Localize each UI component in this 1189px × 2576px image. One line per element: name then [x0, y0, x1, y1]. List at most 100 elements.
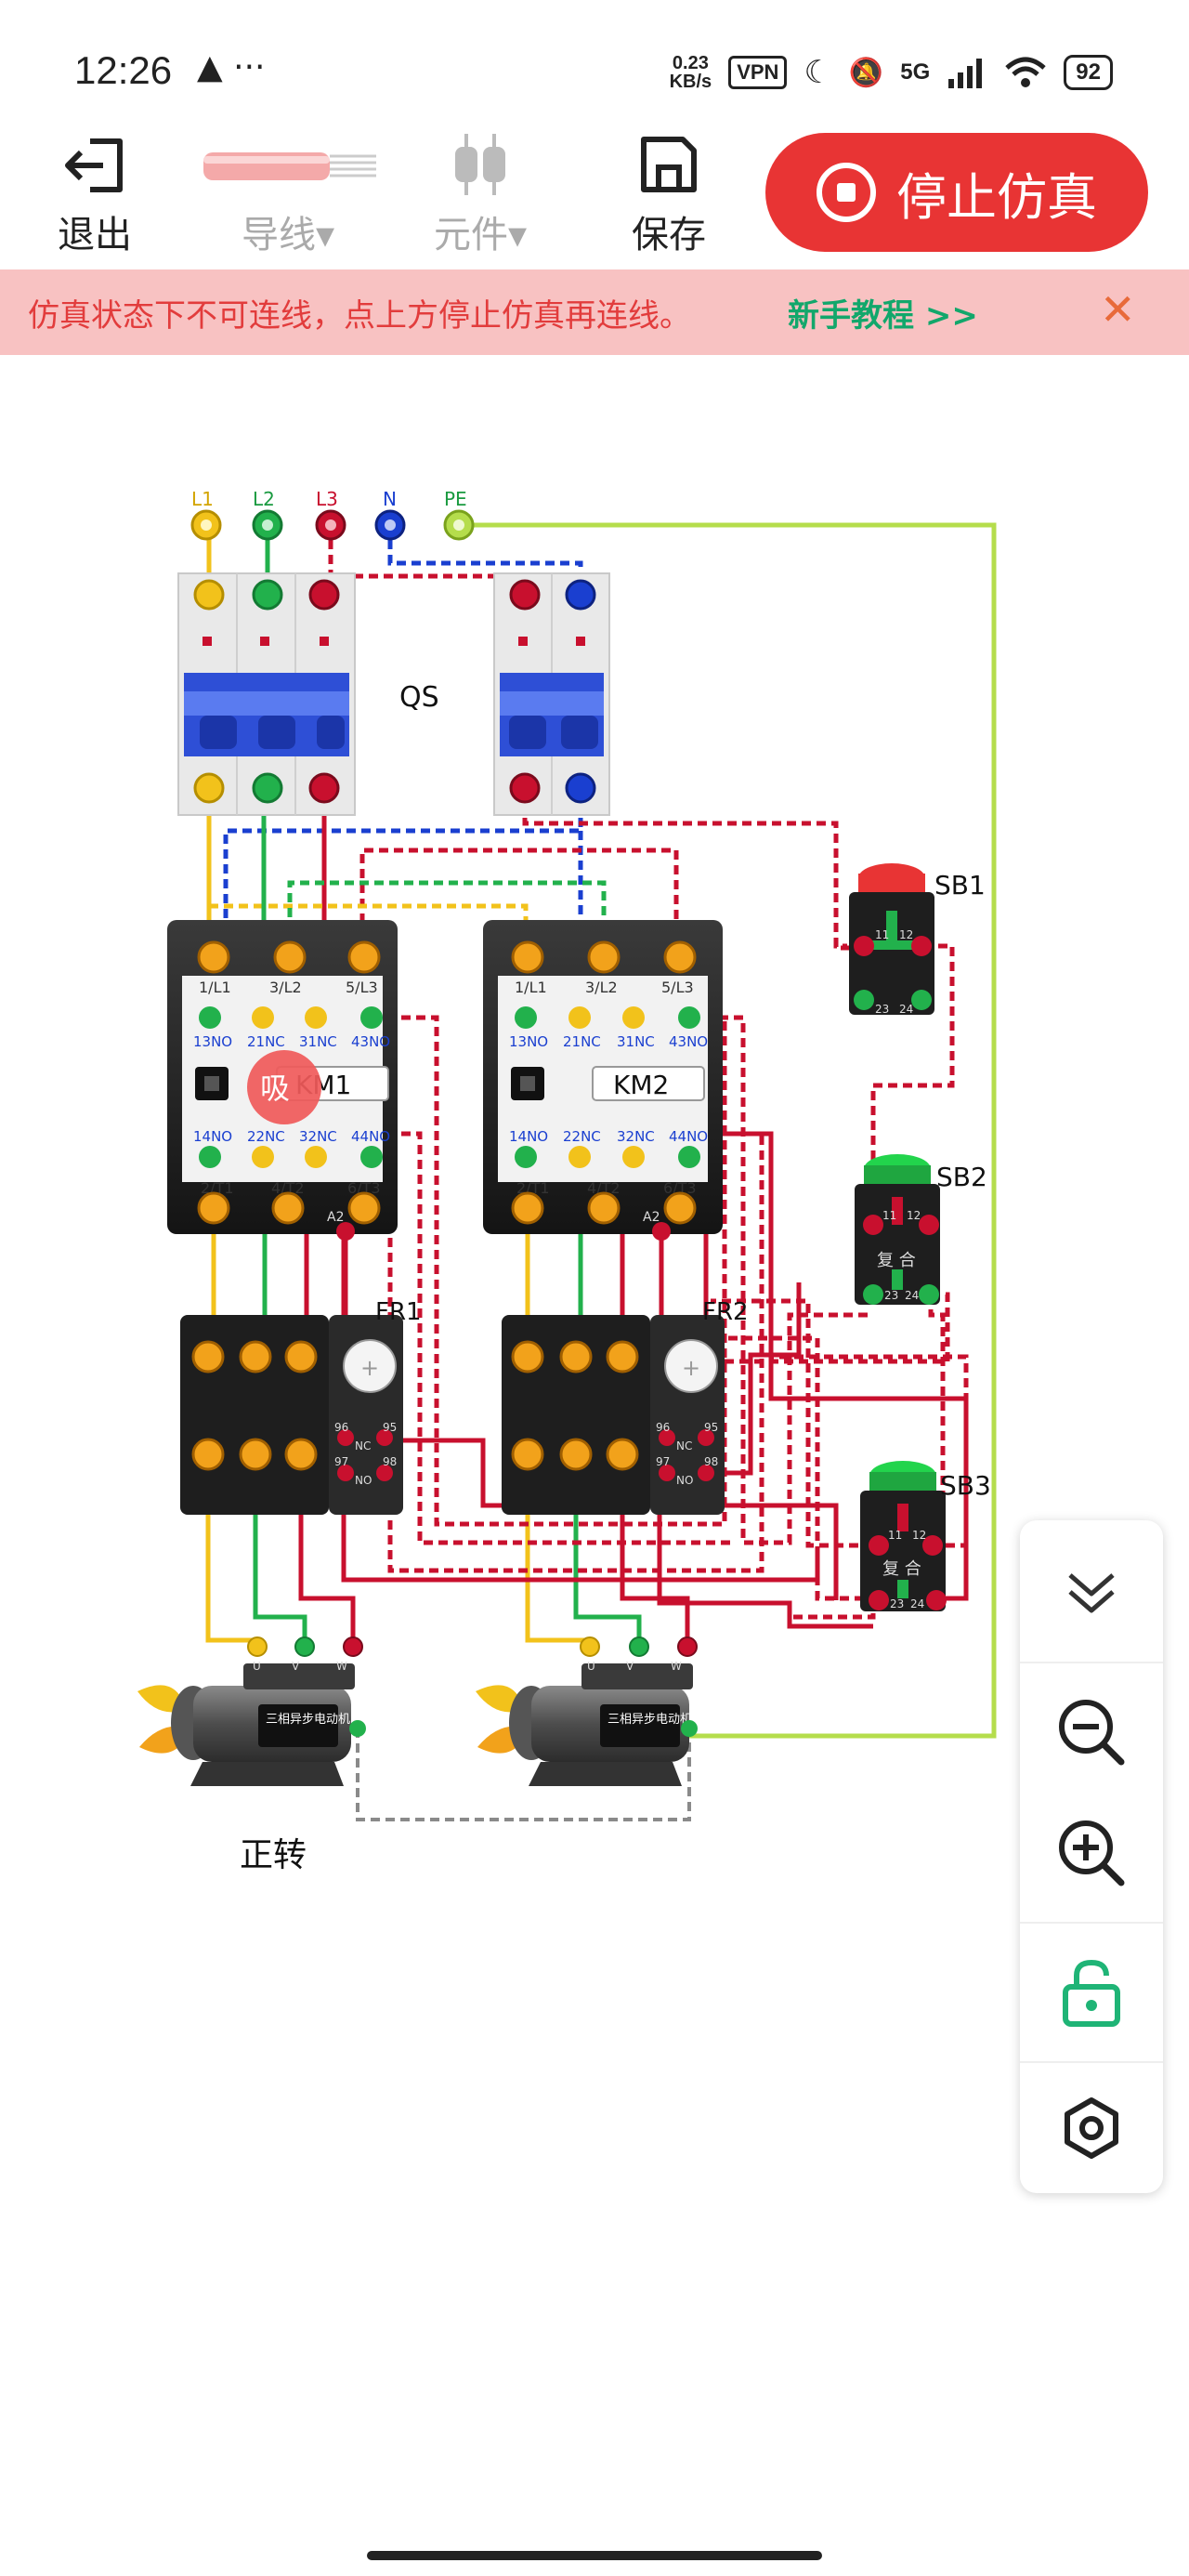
- km1-aux-22nc: 22NC: [247, 1128, 285, 1145]
- motor1-plate: 三相异步电动机: [266, 1713, 350, 1727]
- home-indicator[interactable]: [367, 2551, 822, 2560]
- exit-button[interactable]: 退出: [39, 130, 150, 269]
- km2-term-top-2: 3/L2: [585, 979, 618, 996]
- settings-button[interactable]: [1020, 2063, 1163, 2193]
- km1-term-top-2: 3/L2: [269, 979, 302, 996]
- hexagon-settings-icon: [1065, 2097, 1118, 2159]
- fr2-nc: NC: [676, 1439, 692, 1452]
- km2-aux-44no: 44NO: [669, 1128, 708, 1145]
- push-button-sb2[interactable]: 11 12 复 合 23 24: [855, 1154, 940, 1305]
- supply-terminals: L1 L2 L3 N PE: [190, 488, 475, 541]
- km2-term-top-1: 1/L1: [515, 979, 547, 996]
- sb2-t24: 24: [905, 1289, 919, 1302]
- component-icon: [455, 134, 505, 195]
- sb1-t23: 23: [875, 1003, 889, 1016]
- km2-aux-22nc: 22NC: [563, 1128, 601, 1145]
- sb1-name: SB1: [934, 870, 986, 900]
- motor-2[interactable]: 三相异步电动机 U V W: [476, 1636, 698, 1786]
- status-bar: 12:26 ▲ ··· 0.23 KB/s VPN ☾ 🔕 5G 92: [0, 0, 1189, 130]
- pe-label: PE: [444, 488, 467, 510]
- net-speed-value: 0.23: [672, 53, 709, 73]
- sb3-t23: 23: [890, 1597, 904, 1610]
- exit-icon: [65, 138, 123, 192]
- status-extra-icons: ▲ ···: [197, 48, 266, 86]
- sb2-t11: 11: [882, 1209, 896, 1222]
- km1-aux-21nc: 21NC: [247, 1033, 285, 1050]
- collapse-button[interactable]: [1020, 1528, 1163, 1658]
- zoom-tool-panel: [1020, 1520, 1163, 2193]
- zoom-out-button[interactable]: [1020, 1667, 1163, 1797]
- sb1-t11: 11: [875, 928, 889, 941]
- km1-aux-13no: 13NO: [193, 1033, 232, 1050]
- banner-message: 仿真状态下不可连线，点上方停止仿真再连线。: [28, 297, 691, 335]
- push-button-sb1[interactable]: 11 12 23 24: [849, 863, 934, 1016]
- fr1-t96: 96: [334, 1421, 348, 1434]
- fr2-t98: 98: [704, 1455, 718, 1468]
- stop-simulation-label: 停止仿真: [896, 167, 1097, 227]
- l3-label: L3: [316, 488, 338, 510]
- fr1-name: FR1: [375, 1298, 422, 1326]
- net-speed-unit: KB/s: [669, 72, 712, 92]
- contactor-km1[interactable]: 1/L1 3/L2 5/L3 13NO 21NC 31NC 43NO KM1 吸…: [167, 920, 398, 1241]
- km1-term-bottom-1: 2/T1: [201, 1179, 234, 1197]
- save-icon: [641, 137, 697, 192]
- fr1-t98: 98: [383, 1455, 397, 1468]
- thermal-relay-fr1[interactable]: + 96 95 NC 97 98 NO: [180, 1315, 403, 1515]
- motor1-w: W: [336, 1660, 347, 1673]
- stop-simulation-button[interactable]: 停止仿真: [765, 133, 1148, 252]
- lock-icon: [1063, 1959, 1120, 2027]
- toolbar: 退出 导线▾ 元件▾ 保存: [0, 130, 1189, 269]
- n-label: N: [383, 488, 397, 510]
- contactor-km2[interactable]: 1/L1 3/L2 5/L3 13NO 21NC 31NC 43NO KM2 1…: [483, 920, 723, 1241]
- km1-term-bottom-3: 6/T3: [347, 1179, 381, 1197]
- km1-energized-badge: [247, 1050, 321, 1124]
- wire-menu-button[interactable]: 导线▾: [195, 130, 381, 269]
- mute-icon: 🔕: [848, 57, 884, 88]
- vpn-badge: VPN: [728, 56, 788, 89]
- lock-button[interactable]: [1020, 1927, 1163, 2057]
- net-speed: 0.23 KB/s: [670, 54, 712, 91]
- fr1-t95: 95: [383, 1421, 397, 1434]
- breaker-qs-3pole[interactable]: [177, 572, 356, 816]
- moon-icon: ☾: [804, 55, 832, 90]
- breaker-qs-2pole[interactable]: [493, 572, 610, 816]
- wire-label: 导线▾: [241, 214, 335, 256]
- push-button-sb3[interactable]: 11 12 复 合 23 24: [860, 1461, 947, 1611]
- sb1-t12: 12: [899, 928, 913, 941]
- network-label: 5G: [900, 59, 931, 85]
- close-icon[interactable]: ✕: [1100, 284, 1136, 335]
- circuit-canvas[interactable]: L1 L2 L3 N PE QS: [0, 355, 1189, 2492]
- save-label: 保存: [632, 214, 706, 256]
- sb3-t11: 11: [888, 1529, 902, 1542]
- tutorial-link[interactable]: 新手教程 >>: [788, 297, 978, 335]
- simulation-warning-banner: 仿真状态下不可连线，点上方停止仿真再连线。 新手教程 >> ✕: [0, 269, 1189, 355]
- fr1-t97: 97: [334, 1455, 348, 1468]
- km2-aux-31nc: 31NC: [617, 1033, 655, 1050]
- l2-label: L2: [253, 488, 275, 510]
- km1-aux-44no: 44NO: [351, 1128, 390, 1145]
- motor-1[interactable]: 三相异步电动机 U V W: [137, 1636, 366, 1786]
- motor2-v: V: [626, 1660, 634, 1673]
- km1-term-top-3: 5/L3: [346, 979, 378, 996]
- km2-term-top-3: 5/L3: [661, 979, 694, 996]
- thermal-relay-fr2[interactable]: + 96 95 NC 97 98 NO: [502, 1315, 725, 1515]
- status-right-group: 0.23 KB/s VPN ☾ 🔕 5G 92: [670, 54, 1113, 91]
- clock: 12:26: [74, 48, 173, 92]
- svg-text:+: +: [360, 1355, 379, 1381]
- sb2-t12: 12: [907, 1209, 921, 1222]
- component-menu-button[interactable]: 元件▾: [420, 130, 541, 269]
- l1-label: L1: [191, 488, 214, 510]
- km1-aux-43no: 43NO: [351, 1033, 390, 1050]
- zoom-in-button[interactable]: [1020, 1788, 1163, 1918]
- km2-aux-43no: 43NO: [669, 1033, 708, 1050]
- battery-indicator: 92: [1064, 55, 1113, 90]
- motor1-v: V: [292, 1660, 300, 1673]
- km1-aux-31nc: 31NC: [299, 1033, 337, 1050]
- save-button[interactable]: 保存: [613, 130, 725, 269]
- wifi-icon: [1005, 57, 1046, 87]
- svg-text:+: +: [682, 1355, 700, 1381]
- sb1-t24: 24: [899, 1003, 913, 1016]
- fr2-t97: 97: [656, 1455, 670, 1468]
- sb2-mode: 复 合: [877, 1251, 916, 1270]
- component-label: 元件▾: [433, 214, 528, 256]
